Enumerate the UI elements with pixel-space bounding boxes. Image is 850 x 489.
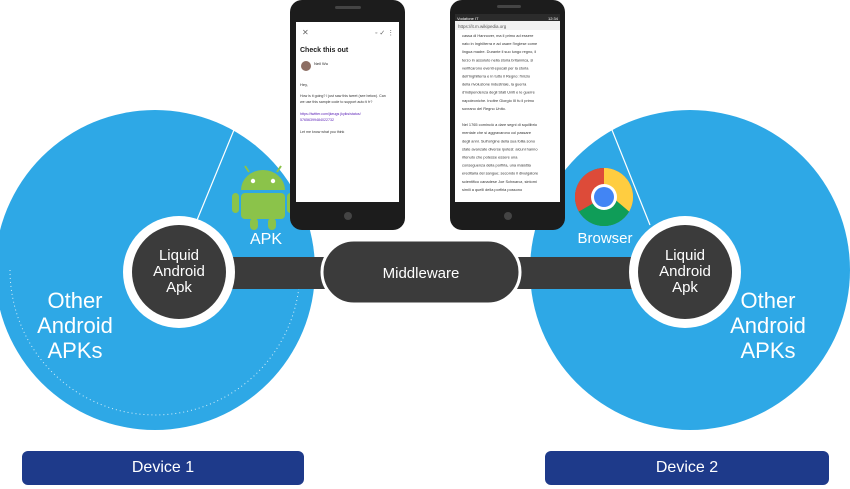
left-other-line-3: APKs (47, 338, 102, 363)
left-inner-line-2: Android (153, 263, 205, 280)
left-phone: ✕ ◦ ✓ ⋮ Check this out Neil Wu Hey, How … (290, 0, 405, 230)
email-link-1: https://twitter.com/jkeugs jkyiks/status… (300, 112, 361, 116)
email-closing: Let me know what you think (300, 130, 345, 134)
wiki-line: cassa di Hannover, ma il primo ad essere (462, 33, 533, 38)
wiki-line: scientifico canadese Joe Schwarcz, sinto… (462, 179, 537, 184)
browser-label: Browser (577, 230, 632, 247)
left-inner-line-1: Liquid (159, 247, 199, 264)
right-other-line-2: Android (730, 313, 806, 338)
left-inner-line-3: Apk (166, 279, 192, 296)
right-other-line-3: APKs (740, 338, 795, 363)
android-robot-icon (232, 165, 294, 230)
wiki-line: lingua madre. Durante il suo lungo regno… (462, 49, 536, 54)
right-liquid-apk-node: Liquid Android Apk (629, 216, 741, 328)
wiki-line: nato in Inghilterra e ad usare l'inglese… (462, 41, 537, 46)
left-other-line-2: Android (37, 313, 113, 338)
wiki-line: sovrano del Regno Unito. (462, 106, 506, 111)
left-liquid-apk-node: Liquid Android Apk (123, 216, 235, 328)
email-link-2: 57656399484022732 (300, 118, 334, 122)
middleware-block: Middleware (320, 238, 522, 306)
wiki-line: verificarono eventi epocali per la stori… (462, 65, 529, 70)
url-bar: https://it.m.wikipedia.org (458, 24, 507, 29)
left-other-line-1: Other (47, 288, 102, 313)
wiki-line: conseguenza della porfiria, una malattia (462, 163, 532, 168)
right-inner-line-3: Apk (672, 279, 698, 296)
wiki-line: ereditaria del sangue; secondo il divulg… (462, 171, 538, 176)
wiki-line: ritenuto che potesse essere una (462, 155, 518, 160)
wiki-line: degli anni. Sull'origine della sua folli… (462, 138, 535, 143)
wiki-line: state avanzate diverse ipotesi: alcuni h… (462, 146, 537, 151)
email-body-2: we use this sample code to support auto … (300, 100, 372, 104)
close-icon: ✕ (302, 28, 309, 37)
wiki-line: d'indipendenza degli Stati Uniti e le gu… (462, 90, 535, 95)
left-other-apks-text: Other Android APKs (37, 288, 113, 363)
apk-label: APK (250, 231, 282, 248)
right-other-apks-text: Other Android APKs (730, 288, 806, 363)
email-greeting: Hey, (300, 82, 308, 87)
wiki-line: dell'Inghilterra e in tutto il Regno: l'… (462, 74, 530, 79)
status-time: 12:34 (548, 16, 559, 21)
wiki-line: mentale che si aggravarono col passare (462, 130, 531, 135)
status-carrier: Vodafone IT (457, 16, 479, 21)
left-phone-screen (296, 22, 399, 202)
right-inner-line-2: Android (659, 263, 711, 280)
wiki-line: simili a quelli della porfiria possono (462, 187, 522, 192)
toolbar-icons: ◦ ✓ ⋮ (375, 30, 394, 37)
right-other-line-1: Other (740, 288, 795, 313)
right-inner-line-1: Liquid (665, 247, 705, 264)
middleware-label: Middleware (383, 265, 460, 282)
wiki-article-text: cassa di Hannover, ma il primo ad essere… (462, 33, 538, 192)
device-2-label: Device 2 (545, 451, 829, 485)
email-subject: Check this out (300, 47, 349, 54)
wiki-line: Nel 1765 cominciò a dare segni di squili… (462, 122, 537, 127)
wiki-line: della rivoluzione industriale, la guerra (462, 82, 527, 87)
right-phone: Vodafone IT 12:34 https://it.m.wikipedia… (450, 0, 565, 230)
wiki-line: napoleoniche. Inoltre Giorgio III fu il … (462, 98, 534, 103)
wiki-line: terzo in assoluto nella storia britannic… (462, 57, 533, 62)
device-1-label: Device 1 (22, 451, 304, 485)
right-phone-screen (455, 14, 560, 202)
avatar (301, 61, 311, 71)
chrome-browser-icon (575, 168, 633, 226)
email-sender: Neil Wu (314, 61, 328, 66)
email-body-1: How is it going? I just saw this tweet (… (300, 94, 386, 98)
